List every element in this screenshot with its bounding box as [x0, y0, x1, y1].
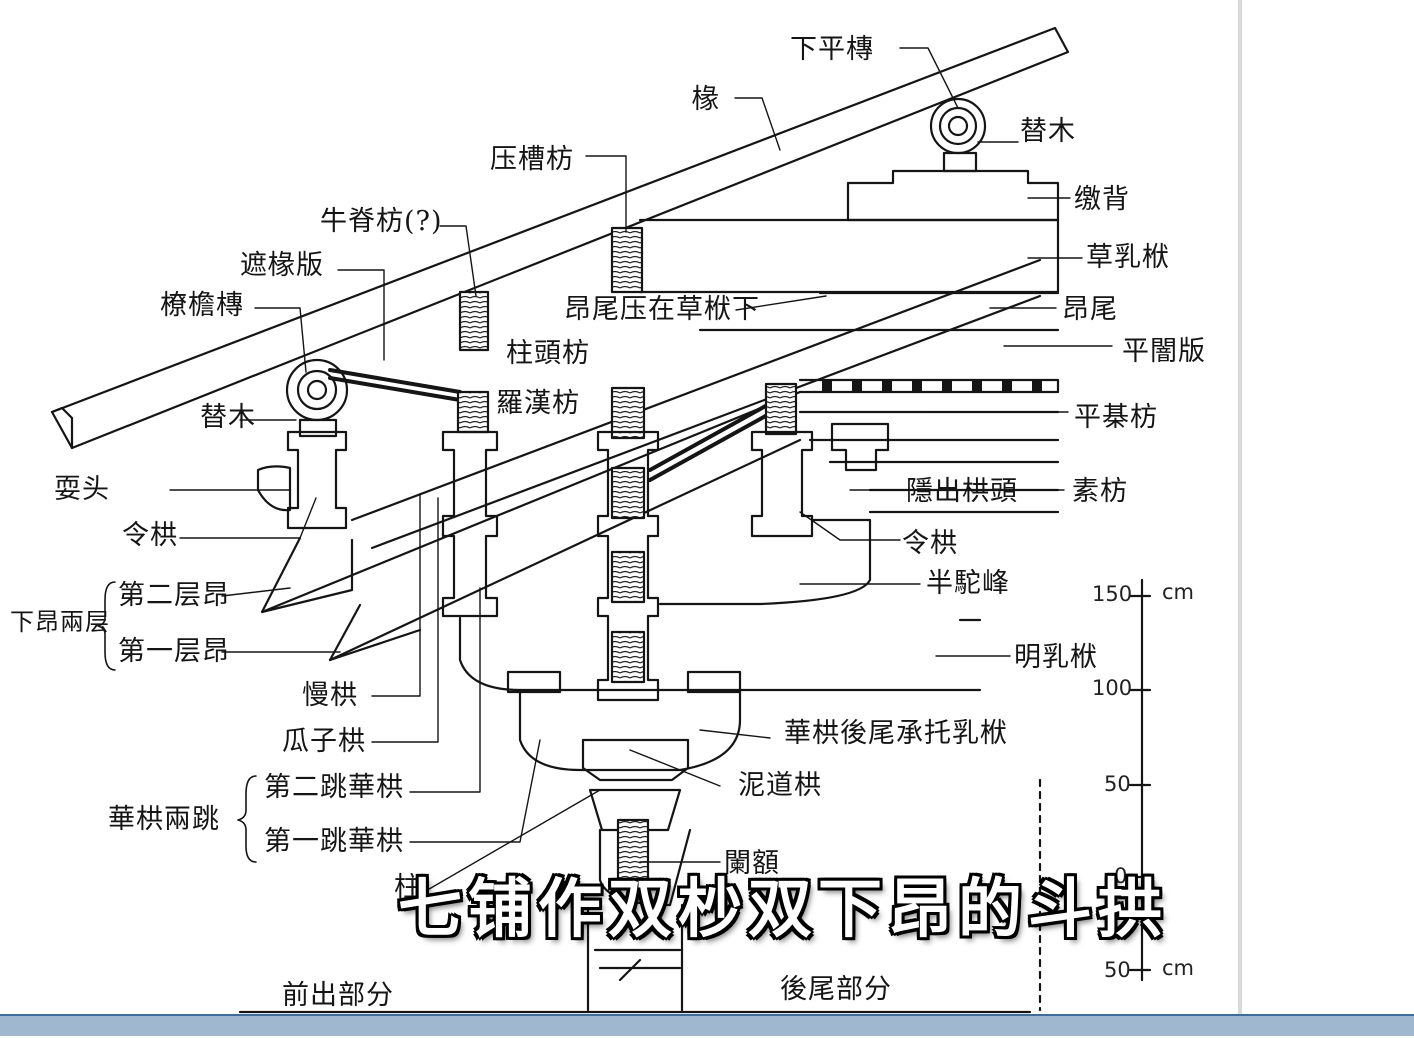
ping-qi-fang-block — [764, 382, 798, 436]
label-hua-gong-liang-tiao: 華栱兩跳 — [108, 804, 220, 835]
video-subtitle: 七铺作双杪双下昂的斗拱 — [398, 873, 1168, 947]
ping-qi-fang-lines — [798, 410, 1060, 514]
shua-tou-cloud — [256, 465, 292, 512]
ling-gong-right-bracket — [750, 430, 814, 538]
ti-mu-left-block — [298, 418, 338, 438]
label-di-yi-tiao: 第一跳華栱 — [264, 826, 404, 857]
label-su-fang: 素枋 — [1072, 476, 1128, 507]
label-zhu: 柱 — [394, 872, 422, 903]
ni-dao-gong-block — [581, 738, 690, 782]
yin-chu-gong-tou-block — [830, 422, 890, 472]
label-ban-tuo-feng: 半駝峰 — [926, 568, 1010, 599]
luo-han-fang-block — [456, 390, 490, 434]
label-luo-han-fang: 羅漢枋 — [496, 388, 580, 419]
label-zhu-tou-fang: 柱頭枋 — [506, 338, 590, 369]
scale-tick-neg50: 50 — [1104, 958, 1131, 982]
niu-ji-fang-block — [458, 290, 490, 352]
scale-bar — [1128, 578, 1152, 982]
ling-gong-left-bracket — [286, 430, 348, 530]
label-ni-dao-gong: 泥道栱 — [738, 770, 822, 801]
ming-ru-fu-beam — [458, 616, 982, 692]
bottom-dimension-line — [238, 958, 1032, 1014]
label-tuo-bei: 缴背 — [1074, 184, 1130, 215]
tuo-bei-beam — [846, 169, 1060, 222]
label-gua-zi-gong: 瓜子栱 — [282, 726, 366, 757]
label-yin-chu-gong-tou: 隱出栱頭 — [906, 476, 1018, 507]
label-lan-e: 闌額 — [724, 848, 780, 879]
ti-mu-top-block — [942, 151, 978, 173]
label-ti-mu-top: 替木 — [1020, 116, 1076, 147]
label-ping-an-ban: 平闇版 — [1122, 336, 1206, 367]
label-shua-tou: 耍头 — [54, 474, 110, 505]
zhu-tou-fang-block-3 — [610, 550, 646, 604]
label-xia-ang-liang-ceng: 下昂兩层 — [10, 608, 110, 636]
label-di-er-ceng-ang: 第二层昂 — [118, 580, 230, 611]
zhe-chuan-ban-board — [328, 368, 462, 402]
scale-unit-bottom: cm — [1162, 956, 1195, 980]
scale-unit-top: cm — [1162, 580, 1195, 604]
small-block-right — [686, 670, 742, 694]
di-er-ceng-ang-beak — [260, 536, 354, 614]
zhu-tou-fang-block-1 — [610, 386, 646, 440]
label-man-gong: 慢栱 — [302, 680, 358, 711]
label-ling-gong-left: 令栱 — [122, 520, 178, 551]
label-chuan: 椽 — [692, 84, 720, 115]
ban-tuo-feng-curve — [658, 518, 872, 606]
ya-cao-fang-block — [610, 226, 644, 294]
lu-dou — [588, 788, 682, 832]
rafter — [50, 26, 1070, 450]
label-ping-qi-fang: 平棊枋 — [1074, 402, 1158, 433]
label-zhe-chuan-ban: 遮椽版 — [240, 250, 324, 281]
leader-lines — [169, 47, 1113, 893]
page-edge — [1238, 0, 1242, 1014]
scale-tick-100: 100 — [1092, 676, 1133, 700]
label-qian-chu: 前出部分 — [282, 980, 394, 1011]
label-ming-ru-fu: 明乳栿 — [1014, 642, 1098, 673]
scale-tick-150: 150 — [1092, 582, 1133, 606]
group-braces — [97, 581, 257, 863]
ang-wei-upper — [638, 290, 1060, 332]
hua-ru-fu-beam — [638, 218, 1060, 295]
rafter-end-tab — [50, 406, 74, 450]
label-hua-gong-hou-wei: 華栱後尾承托乳栿 — [784, 718, 1008, 749]
di-yi-ceng-ang-beak — [328, 603, 422, 662]
zhe-chuan-ban-diagonal — [648, 396, 782, 482]
label-niu-ji-fang: 牛脊枋(?) — [320, 206, 443, 237]
small-block-left — [506, 670, 562, 694]
ping-an-ban-panel — [798, 378, 1060, 394]
hua-gong-column — [596, 430, 660, 702]
lan-e-block — [616, 818, 650, 886]
label-di-er-tiao: 第二跳華栱 — [264, 772, 404, 803]
label-hou-wei: 後尾部分 — [780, 974, 892, 1005]
label-ti-mu-left: 替木 — [200, 402, 256, 433]
label-liao-yan-tuan: 橑檐槫 — [160, 290, 244, 321]
zhu-tou-fang-block-4 — [610, 630, 646, 684]
player-progress-bar[interactable] — [0, 1014, 1414, 1036]
label-xia-ping-tuan: 下平槫 — [790, 34, 874, 65]
label-ang-wei: 昂尾 — [1062, 294, 1118, 325]
column-lines — [586, 903, 684, 1012]
hua-gong-hou-wei-arm — [518, 688, 742, 772]
man-gong-bracket — [441, 430, 499, 618]
label-di-yi-ceng-ang: 第一层昂 — [118, 636, 230, 667]
ping-an-ban-rafters — [822, 381, 1042, 391]
ang-upper-diagonal — [350, 258, 1042, 550]
lan-e-beam — [598, 828, 692, 907]
label-hua-ru-fu: 草乳栿 — [1086, 242, 1170, 273]
label-ya-cao-fang: 压槽枋 — [490, 144, 574, 175]
label-ang-wei-ya: 昂尾压在草栿下 — [564, 294, 760, 325]
scale-tick-50: 50 — [1104, 772, 1131, 796]
zhu-tou-fang-block-2 — [610, 466, 646, 520]
liao-yan-tuan-purlin — [285, 358, 349, 422]
scale-tick-0: 0 — [1114, 864, 1128, 888]
label-ling-gong-right: 令栱 — [902, 528, 958, 559]
